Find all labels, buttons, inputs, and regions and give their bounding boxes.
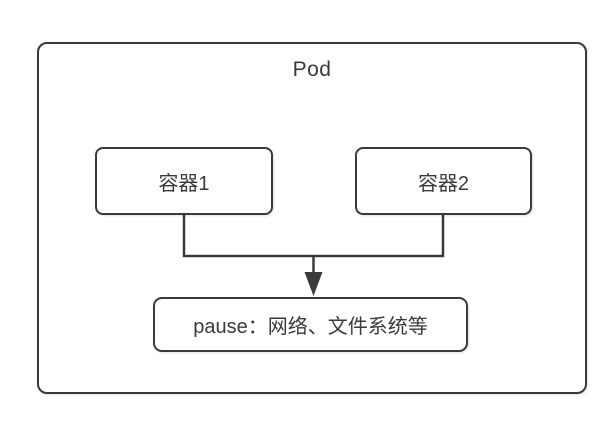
pod-title: Pod [292, 58, 332, 81]
container-1-box: 容器1 [95, 147, 273, 215]
pause-container-label: pause：网络、文件系统等 [193, 316, 428, 338]
container-2-box: 容器2 [355, 147, 532, 215]
container-1-label: 容器1 [158, 172, 210, 195]
pause-container-box: pause：网络、文件系统等 [153, 297, 468, 352]
container-2-label: 容器2 [417, 172, 470, 195]
